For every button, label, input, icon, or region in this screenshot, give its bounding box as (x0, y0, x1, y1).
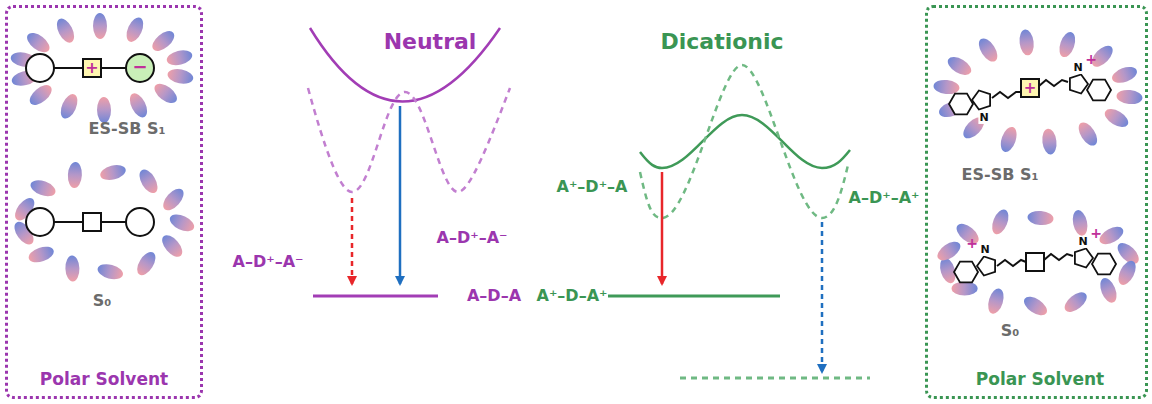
ring-outline (949, 94, 973, 115)
solvent-molecule (126, 91, 150, 121)
solvent-molecule (97, 97, 111, 123)
atom-label: N (1072, 62, 1083, 74)
solvent-molecule (1056, 30, 1078, 59)
state-label: A–D⁺–A⁺ (849, 189, 920, 207)
solvent-molecule (53, 16, 77, 46)
solvent-molecule (952, 282, 978, 296)
state-label: S₀ (93, 292, 112, 310)
solvent-panel: ES-SB S₁ S₀ Polar Solvent (925, 5, 1148, 399)
solvent-molecule (1097, 276, 1120, 305)
state-label: S₀ (1001, 322, 1020, 340)
solvent-molecule (985, 287, 1006, 316)
ring-outline (1075, 249, 1093, 268)
solvent-molecule (1071, 209, 1090, 237)
state-label: A–D–A (467, 287, 521, 305)
solvent-molecule (1116, 89, 1143, 106)
panel-title: Dicationic (660, 30, 783, 54)
state-label: A⁺–D–A⁺ (537, 287, 608, 305)
state-label: A–D⁺–A⁻ (233, 253, 304, 271)
solvent-molecule (1115, 258, 1139, 288)
solvent-molecule (1041, 128, 1058, 156)
solvent-molecule (1061, 288, 1090, 315)
solvent-molecule (1027, 210, 1054, 226)
solvent-molecule (989, 207, 1012, 236)
solvent-molecule (96, 262, 125, 282)
atom-label: N (979, 244, 990, 256)
solvent-molecule (99, 163, 128, 183)
solvent-molecule (93, 13, 107, 39)
panel-title: Neutral (384, 30, 477, 54)
solvent-molecule (1075, 119, 1101, 148)
solvent-molecule (65, 255, 80, 281)
charge-symbol: + (1090, 226, 1102, 241)
ring-outline (972, 91, 990, 110)
state-label: A–D⁺–A⁻ (437, 229, 508, 247)
solvent-molecule (133, 249, 159, 278)
solvent-molecule (1102, 105, 1131, 130)
charge-symbol: + (1024, 80, 1037, 97)
panel-caption: Polar Solvent (976, 370, 1104, 389)
charge-symbol: + (85, 59, 98, 77)
solvent-molecule (123, 15, 146, 44)
solvent-molecule (24, 29, 53, 56)
solvent-molecule (945, 53, 974, 78)
solvent-molecule (167, 211, 196, 235)
solvent-molecule (1110, 64, 1139, 86)
ring-outline (977, 257, 995, 276)
ring-outline (1070, 75, 1088, 94)
solvent-molecule (165, 48, 194, 68)
solvent-molecule (67, 162, 82, 189)
solvent-molecule (151, 80, 180, 107)
solvent-molecule (28, 177, 57, 199)
charge-symbol: + (1085, 52, 1097, 67)
solvent-molecule (998, 125, 1020, 154)
ring-outline (1092, 254, 1116, 275)
solvent-molecule (149, 27, 178, 54)
solvent-molecule (1021, 293, 1050, 319)
solvent-molecule (975, 35, 1001, 64)
state-label: ES-SB S₁ (89, 120, 166, 138)
state-label: A⁺–D⁺–A (557, 178, 628, 196)
solvent-molecule (27, 244, 56, 266)
solvent-molecule (57, 92, 80, 121)
solvent-molecule (136, 167, 161, 196)
panel-caption: Polar Solvent (40, 370, 168, 389)
solvent-molecule (26, 81, 55, 108)
solvent-molecule (934, 238, 963, 264)
ring-outline (1087, 80, 1111, 101)
atom-label: N (978, 112, 989, 124)
atom-label: N (1077, 236, 1088, 248)
solvent-molecule (1018, 29, 1035, 57)
charge-symbol: − (132, 57, 147, 77)
charge-symbol: + (966, 236, 978, 251)
state-label: ES-SB S₁ (962, 166, 1039, 184)
solvent-molecule (159, 185, 187, 214)
ring-outline (954, 262, 978, 283)
solvent-molecule (158, 232, 186, 261)
solvent-panel: ES-SB S₁ S₀ Polar Solvent (5, 5, 203, 399)
solvent-molecule (166, 67, 194, 86)
